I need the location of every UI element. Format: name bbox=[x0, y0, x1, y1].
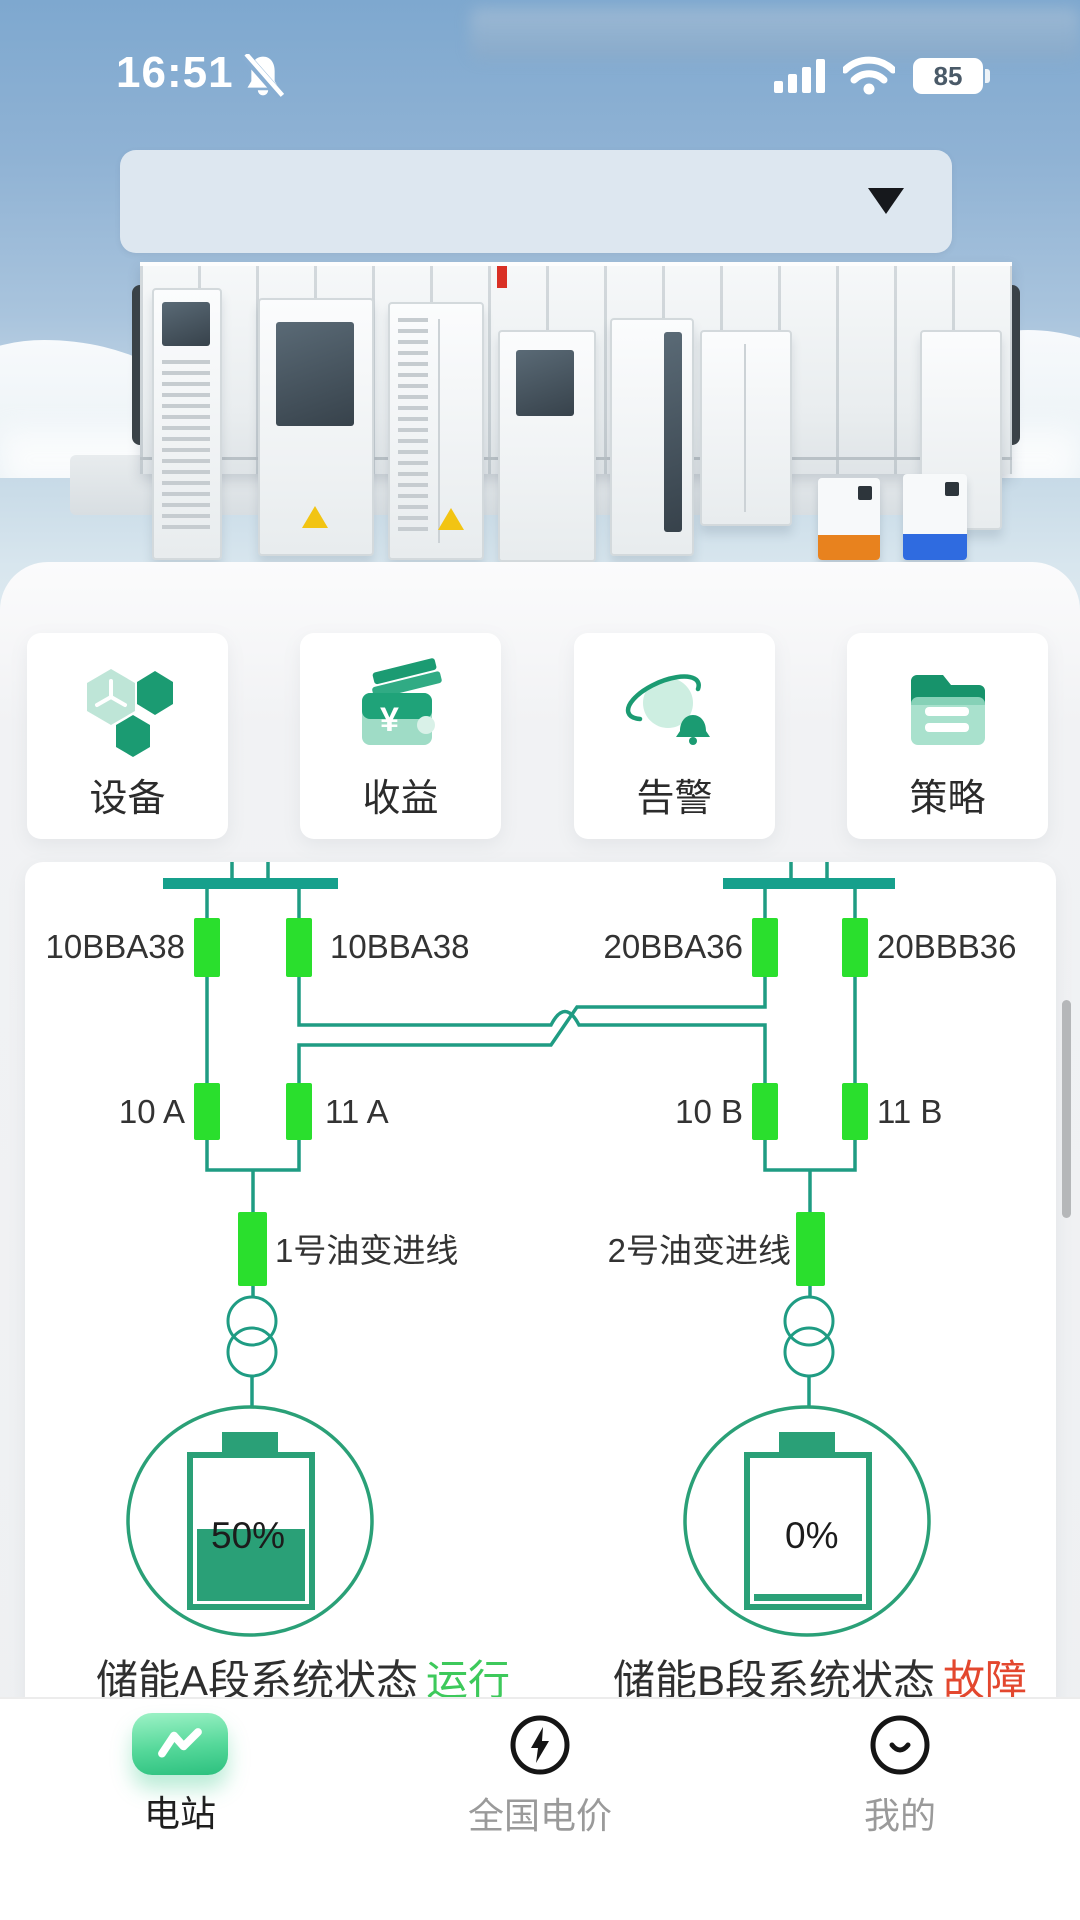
tab-label: 电站 bbox=[143, 1793, 216, 1834]
equipment-panel bbox=[700, 330, 792, 526]
breaker-label: 11 A bbox=[325, 1093, 389, 1130]
card-label: 收益 bbox=[362, 778, 439, 820]
battery-icon: 85 bbox=[913, 58, 990, 94]
smiley-icon bbox=[870, 1715, 930, 1775]
battery-fill-0 bbox=[754, 1594, 862, 1601]
planet-alarm-icon bbox=[620, 657, 730, 761]
status-bar: 16:51 85 bbox=[0, 0, 1080, 110]
trend-chart-icon bbox=[132, 1713, 228, 1775]
section-status-label: 储能B段系统状态 bbox=[613, 1657, 935, 1704]
lightning-circle-icon bbox=[510, 1715, 570, 1775]
incoming-line-label: 1号油变进线 bbox=[275, 1232, 458, 1269]
battery-section-a: 50% bbox=[126, 1405, 374, 1637]
breaker-incoming-1 bbox=[238, 1212, 267, 1286]
breaker-20bba36 bbox=[752, 918, 778, 977]
breaker-label: 10 A bbox=[119, 1093, 185, 1130]
breaker-10bba38-2 bbox=[286, 918, 312, 977]
breaker-label: 10BBA38 bbox=[330, 928, 469, 965]
tab-national-price[interactable]: 全国电价 bbox=[420, 1713, 660, 1839]
tab-profile[interactable]: 我的 bbox=[780, 1713, 1020, 1839]
soc-value: 50% bbox=[211, 1515, 285, 1556]
breaker-11b bbox=[842, 1083, 868, 1140]
quick-actions: 设备 ¥ 收益 bbox=[0, 633, 1080, 839]
hexagon-devices-icon bbox=[73, 657, 183, 761]
card-revenue[interactable]: ¥ 收益 bbox=[300, 633, 501, 839]
equipment-cabinet bbox=[258, 298, 374, 556]
battery-percent: 85 bbox=[933, 60, 963, 91]
incoming-line-label: 2号油变进线 bbox=[608, 1232, 791, 1269]
equipment-cabinet bbox=[152, 288, 222, 560]
breaker-label: 11 B bbox=[877, 1093, 942, 1130]
folder-strategy-icon bbox=[893, 657, 1003, 761]
breaker-label: 20BBA36 bbox=[604, 928, 743, 965]
breaker-11a bbox=[286, 1083, 312, 1140]
card-alarms[interactable]: 告警 bbox=[574, 633, 775, 839]
busbar-a bbox=[163, 878, 338, 889]
card-strategy[interactable]: 策略 bbox=[847, 633, 1048, 839]
card-label: 设备 bbox=[89, 778, 166, 820]
chevron-down-icon bbox=[868, 188, 904, 214]
equipment-cabinet bbox=[498, 330, 596, 562]
soc-value: 0% bbox=[785, 1515, 838, 1556]
small-unit-orange bbox=[818, 478, 880, 560]
small-unit-blue bbox=[903, 474, 967, 560]
single-line-diagram: 10BBA38 10BBA38 20BBA36 20BBB36 10 A 11 … bbox=[46, 862, 1027, 1704]
station-selector[interactable] bbox=[120, 150, 952, 253]
breaker-label: 10BBA38 bbox=[46, 928, 185, 965]
breaker-10a bbox=[194, 1083, 220, 1140]
section-status-value: 故障 bbox=[943, 1657, 1027, 1704]
tab-bar: 电站 全国电价 我的 bbox=[0, 1697, 1080, 1920]
clock: 16:51 bbox=[116, 48, 234, 97]
svg-text:¥: ¥ bbox=[380, 701, 399, 739]
battery-fill-50 bbox=[197, 1529, 305, 1601]
breaker-incoming-2 bbox=[796, 1212, 825, 1286]
container-red-light bbox=[497, 266, 507, 288]
tab-station[interactable]: 电站 bbox=[60, 1713, 300, 1837]
equipment-cabinet bbox=[388, 302, 484, 560]
scrollbar-thumb[interactable] bbox=[1062, 1000, 1071, 1218]
wifi-icon bbox=[843, 56, 895, 95]
tie-line-b-to-a bbox=[297, 977, 767, 1083]
battery-section-b: 0% bbox=[683, 1405, 931, 1637]
card-label: 告警 bbox=[636, 778, 713, 820]
blurred-overlay-artifact bbox=[470, 8, 1080, 60]
breaker-10b bbox=[752, 1083, 778, 1140]
tab-label: 我的 bbox=[863, 1795, 936, 1836]
breaker-10bba38-1 bbox=[194, 918, 220, 977]
tie-line-a-to-b bbox=[297, 977, 767, 1083]
breaker-label: 20BBB36 bbox=[877, 928, 1016, 965]
tab-label: 全国电价 bbox=[467, 1795, 612, 1836]
cellular-signal-icon bbox=[774, 59, 825, 93]
section-status-value: 运行 bbox=[426, 1657, 510, 1704]
card-devices[interactable]: 设备 bbox=[27, 633, 228, 839]
equipment-cabinet bbox=[610, 318, 694, 556]
wallet-yuan-icon: ¥ bbox=[346, 657, 456, 761]
card-label: 策略 bbox=[909, 778, 986, 820]
breaker-label: 10 B bbox=[675, 1093, 743, 1130]
bell-muted-icon bbox=[242, 54, 284, 98]
section-status-label: 储能A段系统状态 bbox=[96, 1657, 418, 1704]
breaker-20bbb36 bbox=[842, 918, 868, 977]
busbar-b bbox=[723, 878, 895, 889]
